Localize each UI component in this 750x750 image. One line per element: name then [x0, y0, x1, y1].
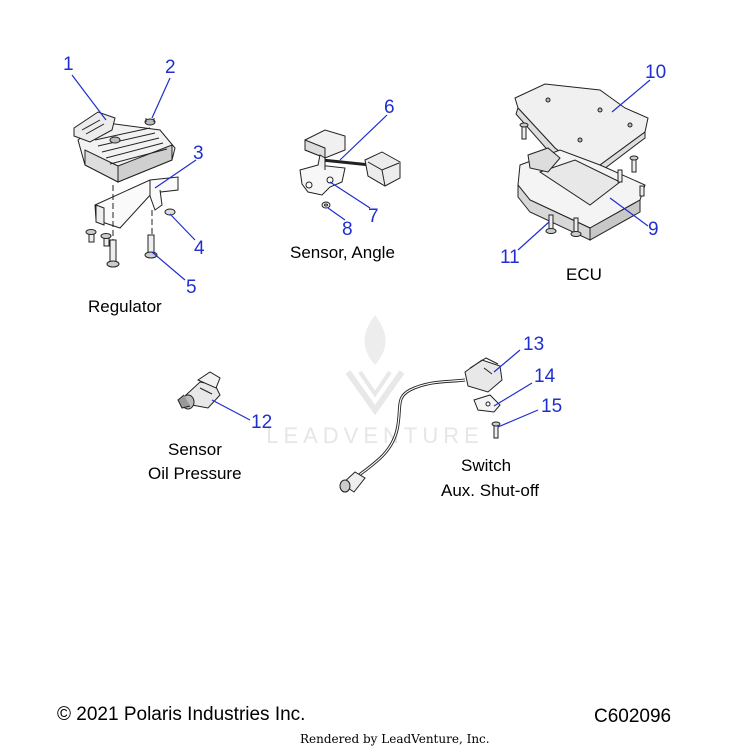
callout-1: 1 [63, 54, 74, 75]
leader-lines [71, 74, 651, 428]
rendered-by-text: Rendered by LeadVenture, Inc. [300, 732, 490, 746]
callout-7: 7 [368, 206, 379, 227]
callout-14: 14 [534, 366, 556, 387]
label-ecu: ECU [566, 265, 602, 284]
callout-4: 4 [194, 238, 205, 259]
callout-10: 10 [645, 62, 667, 83]
leadventure-watermark-logo [345, 315, 405, 416]
angle-sensor-drawing [299, 129, 401, 209]
callout-2: 2 [165, 57, 176, 78]
callout-3: 3 [193, 143, 204, 164]
diagram-code: C602096 [594, 706, 672, 727]
label-sensor-oil-line1: Sensor [168, 440, 222, 459]
callout-8: 8 [342, 219, 353, 240]
copyright-text: © 2021 Polaris Industries Inc. [57, 704, 306, 725]
ecu-drawing [514, 83, 649, 241]
callout-12: 12 [251, 412, 273, 433]
label-sensor-angle: Sensor, Angle [290, 243, 395, 262]
label-regulator: Regulator [88, 297, 162, 316]
watermark-text: LEADVENTURE [266, 423, 484, 448]
label-sensor-oil-line2: Oil Pressure [148, 464, 242, 483]
label-switch-line1: Switch [461, 456, 512, 475]
callout-11: 11 [500, 247, 520, 268]
regulator-drawing [73, 111, 179, 268]
callout-15: 15 [541, 396, 563, 417]
callout-9: 9 [648, 219, 659, 240]
callout-6: 6 [384, 97, 395, 118]
label-switch-line2: Aux. Shut-off [441, 481, 539, 500]
aux-switch-drawing [339, 357, 503, 493]
callout-5: 5 [186, 277, 197, 298]
oil-pressure-sensor-drawing [177, 371, 221, 410]
callout-13: 13 [523, 334, 545, 355]
